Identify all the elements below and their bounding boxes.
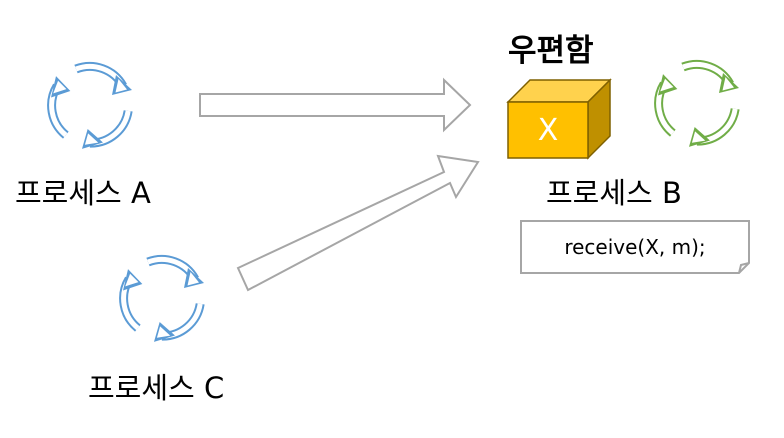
cycle-icon-c [119, 254, 205, 342]
arrow-c-to-mailbox [236, 154, 480, 292]
cycle-icon-a [47, 61, 133, 149]
arrow-a-to-mailbox [199, 77, 472, 133]
cycle-icon-b [654, 59, 740, 147]
mailbox-title: 우편함 [508, 33, 594, 69]
receive-call-text: receive(X, m); [564, 235, 706, 259]
code-note-shape [520, 220, 750, 274]
process-c-label: 프로세스 C [88, 371, 225, 405]
process-a-label: 프로세스 A [15, 176, 151, 210]
mailbox-cube [506, 78, 612, 160]
process-b-label: 프로세스 B [546, 176, 682, 210]
mailbox-message-label: X [537, 112, 559, 148]
